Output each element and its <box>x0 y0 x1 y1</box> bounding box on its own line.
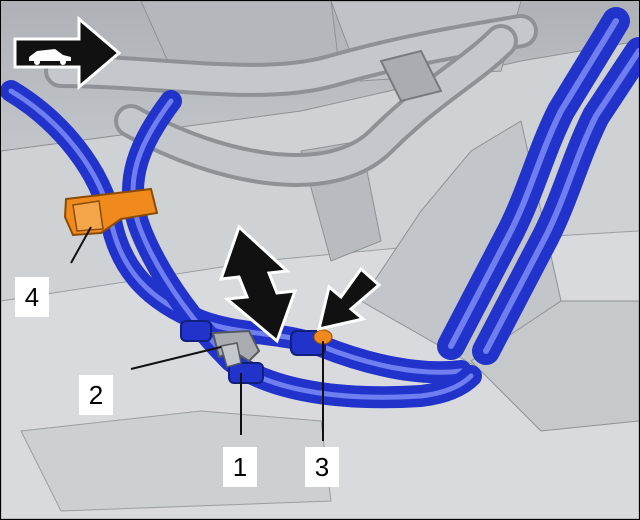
hose-connectors <box>180 320 333 384</box>
car-forward-arrow-icon <box>13 15 122 91</box>
callout-2: 2 <box>79 375 113 415</box>
callout-3: 3 <box>305 447 339 487</box>
callout-1: 1 <box>223 447 257 487</box>
callout-4: 4 <box>15 277 49 317</box>
clip-4 <box>63 187 159 237</box>
double-headed-arrow-icon <box>218 224 298 344</box>
leader-lines <box>70 226 324 441</box>
metal-pipes <box>44 14 538 187</box>
pointer-arrow-icon <box>316 266 382 331</box>
connector-1 <box>228 362 264 384</box>
clip-2 <box>211 329 261 368</box>
